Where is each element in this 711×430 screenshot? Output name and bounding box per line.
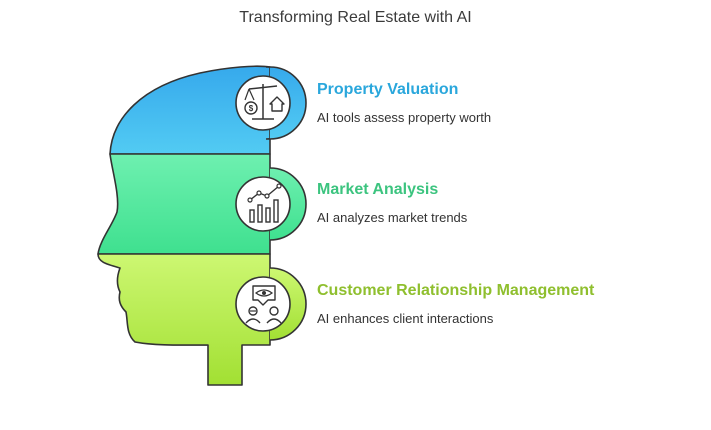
item-market-analysis: Market Analysis AI analyzes market trend…: [317, 180, 697, 227]
svg-text:$: $: [249, 104, 254, 113]
head-segment-customer-relationship: [97, 253, 271, 386]
item-property-valuation: Property Valuation AI tools assess prope…: [317, 80, 697, 127]
item-customer-relationship: Customer Relationship Management AI enha…: [317, 281, 697, 328]
item-description-market-analysis: AI analyzes market trends: [317, 210, 468, 225]
item-heading-customer-relationship: Customer Relationship Management: [317, 282, 595, 299]
item-heading-market-analysis: Market Analysis: [317, 181, 439, 198]
diagram-title: Transforming Real Estate with AI: [239, 9, 472, 26]
item-description-customer-relationship: AI enhances client interactions: [317, 311, 494, 326]
item-heading-property-valuation: Property Valuation: [317, 81, 459, 98]
head-segment-property-valuation: [109, 65, 271, 155]
eye-people-icon: [235, 276, 291, 332]
scale-dollar-house-icon: $: [235, 75, 291, 131]
item-description-property-valuation: AI tools assess property worth: [317, 110, 492, 125]
trend-chart-icon: [235, 176, 291, 232]
